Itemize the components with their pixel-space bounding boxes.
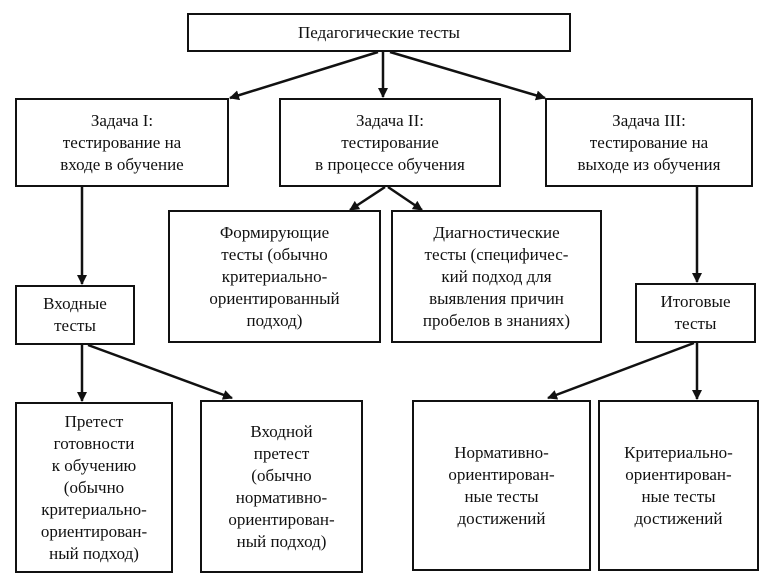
arrow-entry-pretest — [87, 343, 233, 400]
final-tests-node: Итоговые тесты — [635, 283, 756, 343]
entry-tests-node: Входные тесты — [15, 285, 135, 345]
task1-label: Задача I: тестирование на входе в обучен… — [60, 110, 184, 174]
norm-achievement-label: Нормативно- ориентирован- ные тесты дост… — [448, 442, 555, 528]
task2-node: Задача II: тестирование в процессе обуче… — [279, 98, 501, 187]
arrow-root-task1 — [229, 50, 379, 101]
task3-node: Задача III: тестирование на выходе из об… — [545, 98, 753, 187]
final-tests-label: Итоговые тесты — [660, 292, 731, 333]
arrow-task2-diagnostic — [387, 185, 423, 212]
criterion-achievement-label: Критериально- ориентирован- ные тесты до… — [624, 442, 733, 528]
diagnostic-tests-node: Диагностические тесты (специфичес- кий п… — [391, 210, 602, 343]
norm-achievement-node: Нормативно- ориентирован- ные тесты дост… — [412, 400, 591, 571]
entry-tests-label: Входные тесты — [43, 294, 107, 335]
arrow-root-task3 — [389, 50, 546, 101]
formative-tests-node: Формирующие тесты (обычно критериально- … — [168, 210, 381, 343]
task1-node: Задача I: тестирование на входе в обучен… — [15, 98, 229, 187]
criterion-achievement-node: Критериально- ориентирован- ные тесты до… — [598, 400, 759, 571]
root-node: Педагогические тесты — [187, 13, 571, 52]
readiness-pretest-label: Претест готовности к обучению (обычно кр… — [40, 411, 148, 563]
task2-label: Задача II: тестирование в процессе обуче… — [315, 110, 465, 174]
formative-tests-label: Формирующие тесты (обычно критериально- … — [209, 222, 340, 330]
readiness-pretest-node: Претест готовности к обучению (обычно кр… — [15, 402, 173, 573]
arrow-final-norm — [547, 341, 695, 400]
entry-pretest-label: Входной претест (обычно нормативно- орие… — [228, 421, 335, 551]
arrow-task2-formative — [349, 185, 386, 212]
root-label: Педагогические тесты — [298, 22, 460, 42]
diagnostic-tests-label: Диагностические тесты (специфичес- кий п… — [422, 222, 571, 330]
task3-label: Задача III: тестирование на выходе из об… — [577, 110, 721, 174]
entry-pretest-node: Входной претест (обычно нормативно- орие… — [200, 400, 363, 573]
